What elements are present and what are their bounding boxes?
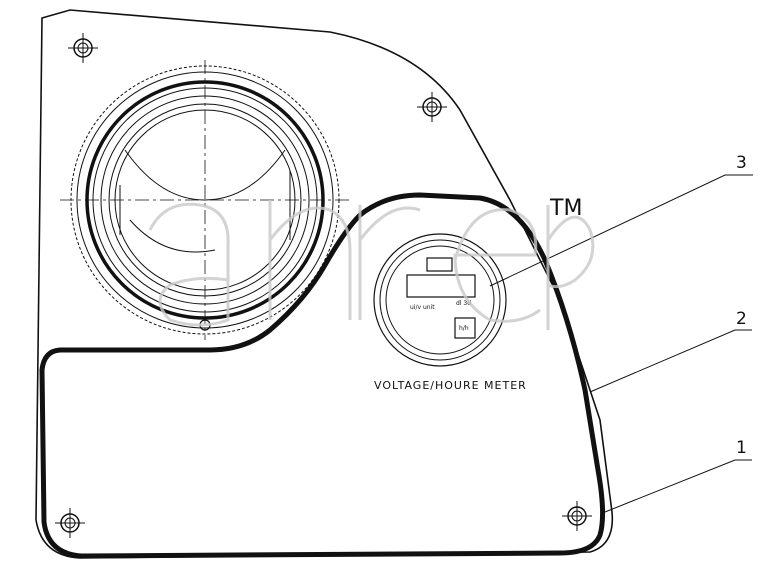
callout-1: 1: [736, 438, 747, 458]
watermark: TM: [148, 196, 595, 330]
watermark-tm: TM: [549, 196, 582, 221]
voltage-hour-meter: [373, 233, 507, 367]
meter-caption: VOLTAGE/HOURE METER: [374, 379, 527, 392]
meter-face-left-label: ui/v unit: [410, 304, 435, 311]
leader-line-1: [604, 459, 752, 513]
fastener-bottom-left: [55, 508, 85, 538]
meter-face-right-label: dl 3d: [456, 300, 471, 307]
callout-2: 2: [736, 309, 747, 329]
leader-line-2: [589, 329, 752, 393]
meter-face-small-label: h/h: [459, 325, 469, 332]
panel-outline: [35, 9, 614, 559]
leader-lines: [489, 174, 753, 513]
fastener-bottom-right: [562, 501, 592, 531]
circular-opening: [60, 60, 350, 340]
leader-line-3: [489, 174, 753, 287]
fastener-top-right: [417, 92, 447, 122]
callout-3: 3: [736, 153, 747, 173]
gasket-seal: [39, 192, 606, 559]
fastener-top-left: [68, 33, 98, 63]
